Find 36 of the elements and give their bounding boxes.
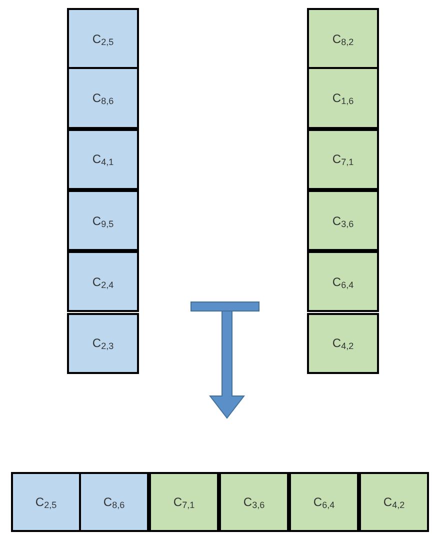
cell-label: C$_{7,1}$ bbox=[332, 151, 354, 168]
cell-box bbox=[307, 190, 379, 252]
cell-box bbox=[359, 472, 429, 532]
cell-label: C$_{4,1}$ bbox=[92, 151, 114, 168]
cell-box bbox=[67, 8, 139, 70]
cell-box bbox=[11, 472, 81, 532]
cell-label: C$_{2,3}$ bbox=[92, 335, 114, 352]
cell-box bbox=[149, 472, 219, 532]
cell-label: C$_{8,6}$ bbox=[103, 494, 125, 511]
cell-box bbox=[289, 472, 359, 532]
cell-box bbox=[307, 67, 379, 129]
cell-label: C$_{1,6}$ bbox=[332, 90, 354, 107]
cell-box bbox=[219, 472, 289, 532]
cell-box bbox=[307, 128, 379, 190]
cell-label: C$_{3,6}$ bbox=[243, 494, 265, 511]
cell-label: C$_{2,5}$ bbox=[92, 30, 114, 48]
cell-label: C$_{2,4}$ bbox=[92, 274, 114, 291]
cell-label: C$_{6,4}$ bbox=[332, 274, 354, 291]
cell-box bbox=[307, 8, 379, 70]
cell-box bbox=[307, 312, 379, 374]
cell-box bbox=[67, 67, 139, 129]
cell-label: C$_{8,6}$ bbox=[92, 90, 114, 107]
cell-box bbox=[67, 190, 139, 252]
cell-box bbox=[67, 312, 139, 374]
cell-box bbox=[67, 251, 139, 312]
cell-box bbox=[307, 251, 379, 312]
cell-label: C$_{4,2}$ bbox=[332, 335, 354, 352]
cell-label: C$_{9,5}$ bbox=[92, 212, 114, 230]
cell-label: C$_{7,1}$ bbox=[173, 494, 195, 511]
cell-label: C$_{8,2}$ bbox=[332, 30, 354, 48]
cell-label: C$_{4,2}$ bbox=[383, 494, 405, 511]
cell-box bbox=[67, 128, 139, 190]
cell-label: C$_{2,5}$ bbox=[35, 494, 57, 511]
cell-label: C$_{3,6}$ bbox=[332, 212, 354, 230]
cell-label: C$_{6,4}$ bbox=[313, 494, 335, 511]
cell-box bbox=[79, 472, 149, 532]
